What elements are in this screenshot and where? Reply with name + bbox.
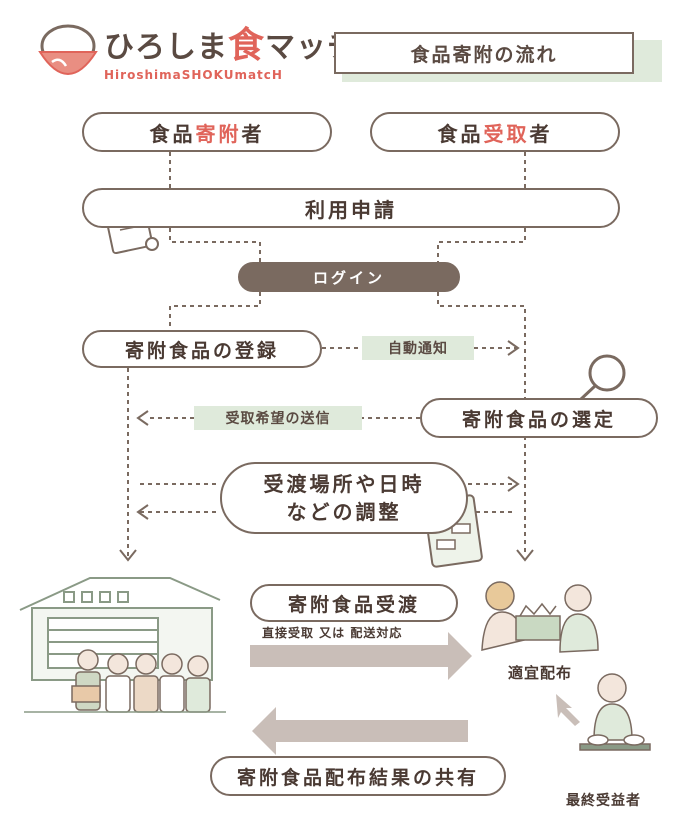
share-results-step: 寄附食品配布結果の共有 bbox=[210, 756, 506, 796]
page-title-text: 食品寄附の流れ bbox=[410, 43, 558, 66]
line-login-register bbox=[169, 292, 261, 330]
auto-notify-label: 自動通知 bbox=[388, 341, 448, 357]
handover-label: 寄附食品受渡 bbox=[287, 593, 420, 616]
send-request-tag: 受取希望の送信 bbox=[194, 406, 362, 430]
line-login-right bbox=[437, 292, 526, 410]
handover-arrow bbox=[250, 632, 472, 680]
donor-pre: 食品 bbox=[149, 121, 196, 146]
logo-text-kanji: 食 bbox=[228, 25, 266, 66]
auto-notify-tag: 自動通知 bbox=[362, 336, 474, 360]
apply-label: 利用申請 bbox=[305, 197, 397, 222]
page-title: 食品寄附の流れ bbox=[334, 32, 634, 74]
login-label: ログイン bbox=[312, 268, 385, 287]
arrowhead-left-down bbox=[119, 549, 137, 562]
workers-illustration bbox=[24, 649, 226, 713]
distribute-label: 適宜配布 bbox=[508, 664, 573, 682]
handover-step: 寄附食品受渡 bbox=[250, 584, 458, 622]
logo-text-main: ひろしま bbox=[104, 30, 228, 65]
handover-people-illustration bbox=[481, 581, 599, 653]
arrowhead-notify bbox=[507, 340, 520, 356]
magnifier-icon bbox=[578, 354, 626, 402]
rice-bowl-icon bbox=[38, 24, 98, 75]
recipient-accent: 受取 bbox=[483, 121, 530, 146]
logo[interactable]: ひろしま食マッチ HiroshimaSHOKUmatcH bbox=[104, 25, 358, 83]
line-apply-login-right bbox=[437, 228, 526, 262]
register-step: 寄附食品の登録 bbox=[82, 330, 322, 368]
recipient-pre: 食品 bbox=[437, 121, 484, 146]
login-step: ログイン bbox=[238, 262, 460, 292]
arrowhead-right-down bbox=[516, 549, 534, 562]
coordinate-step: 受渡場所や日時 などの調整 bbox=[220, 462, 468, 534]
line-apply-login-left bbox=[169, 228, 261, 262]
final-beneficiary-label: 最終受益者 bbox=[566, 793, 641, 809]
logo-romaji: HiroshimaSHOKUmatcH bbox=[104, 68, 283, 82]
handover-sub-label: 直接受取 又は 配送対応 bbox=[262, 626, 403, 640]
distribute-arrow bbox=[556, 694, 580, 726]
coordinate-line2: などの調整 bbox=[286, 500, 402, 524]
recipient-post: 者 bbox=[529, 121, 553, 146]
donor-accent: 寄附 bbox=[195, 121, 242, 146]
share-arrow bbox=[252, 707, 468, 755]
arrowhead-request bbox=[136, 410, 149, 426]
select-label: 寄附食品の選定 bbox=[461, 408, 616, 431]
send-request-label: 受取希望の送信 bbox=[225, 411, 331, 427]
recipient-box: 食品受取者 bbox=[370, 112, 620, 152]
donor-box: 食品寄附者 bbox=[82, 112, 332, 152]
donor-post: 者 bbox=[241, 121, 265, 146]
share-results-label: 寄附食品配布結果の共有 bbox=[236, 766, 479, 789]
register-label: 寄附食品の登録 bbox=[124, 339, 279, 362]
coordinate-line1: 受渡場所や日時 bbox=[263, 472, 425, 496]
apply-step: 利用申請 bbox=[82, 188, 620, 228]
select-step: 寄附食品の選定 bbox=[420, 398, 658, 438]
beneficiary-illustration bbox=[579, 673, 651, 751]
